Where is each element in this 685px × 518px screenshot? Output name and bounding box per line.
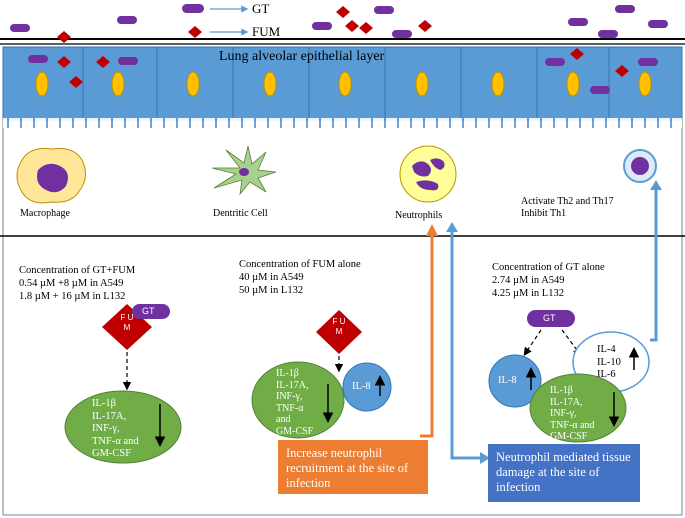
t-cell-icon xyxy=(623,149,657,183)
gt-pill-icon xyxy=(132,304,170,319)
combo-panel-title: Concentration of GT+FUM xyxy=(19,265,136,276)
recruitment-outcome-box: Increase neutrophil recruitment at the s… xyxy=(278,440,428,494)
il8-label: IL-8 xyxy=(498,375,517,386)
fum-molecule-icon xyxy=(188,26,202,38)
effect-arrow xyxy=(523,329,542,356)
microvilli-row xyxy=(3,118,682,128)
gt-pill-label: GT xyxy=(142,306,155,316)
fum-diamond-label: F U M xyxy=(332,317,346,336)
th-connector xyxy=(650,186,658,342)
epithelial-layer xyxy=(2,46,683,121)
th-activate-label: Activate Th2 and Th17 xyxy=(521,196,614,207)
gt-pill-label: GT xyxy=(543,313,556,323)
legend-gt-label: GT xyxy=(252,1,270,16)
dendritic-label: Dentritic Cell xyxy=(213,208,268,219)
dendritic-cell-icon xyxy=(211,145,277,196)
molecules-scatter xyxy=(10,5,668,43)
il8-label: IL-8 xyxy=(352,381,371,392)
fum-panel-line: 40 µM in A549 xyxy=(239,272,304,283)
fum-diamond-icon xyxy=(316,310,362,354)
damage-outcome-box: Neutrophil mediated tissue damage at the… xyxy=(488,444,640,502)
gt-panel-line: 2.74 µM in A549 xyxy=(492,275,565,286)
cytokine-cell xyxy=(64,390,182,464)
recruitment-connector xyxy=(420,232,434,438)
damage-arrowhead xyxy=(446,222,458,232)
cytokine-cell xyxy=(251,361,345,439)
th-inhibit-label: Inhibit Th1 xyxy=(521,208,567,219)
neutrophil-label: Neutrophils xyxy=(395,210,443,221)
recruitment-arrowhead xyxy=(426,224,438,236)
combo-panel-line: 0.54 µM +8 µM in A549 xyxy=(19,278,124,289)
layer-title: Lung alveolar epithelial layer xyxy=(219,49,385,64)
combo-panel-line: 1.8 µM + 16 µM in L132 xyxy=(19,291,126,302)
gt-panel-line: 4.25 µM in L132 xyxy=(492,288,564,299)
fum-panel-line: 50 µM in L132 xyxy=(239,285,304,296)
fum-panel-title: Concentration of FUM alone xyxy=(239,259,361,270)
macrophage-label: Macrophage xyxy=(20,208,70,219)
th-arrowhead xyxy=(650,180,662,190)
gt-panel-title: Concentration of GT alone xyxy=(492,262,605,273)
legend-fum-label: FUM xyxy=(252,24,281,39)
gt-molecule-icon xyxy=(182,4,204,13)
gt-pill-icon xyxy=(527,310,575,327)
damage-connector xyxy=(450,228,484,460)
cytokine-cell xyxy=(529,373,627,443)
fum-diamond-label: F U M xyxy=(120,313,134,332)
neutrophil-cell-icon xyxy=(399,145,457,203)
macrophage-cell-icon xyxy=(16,148,86,204)
damage-arrowhead xyxy=(480,452,490,464)
